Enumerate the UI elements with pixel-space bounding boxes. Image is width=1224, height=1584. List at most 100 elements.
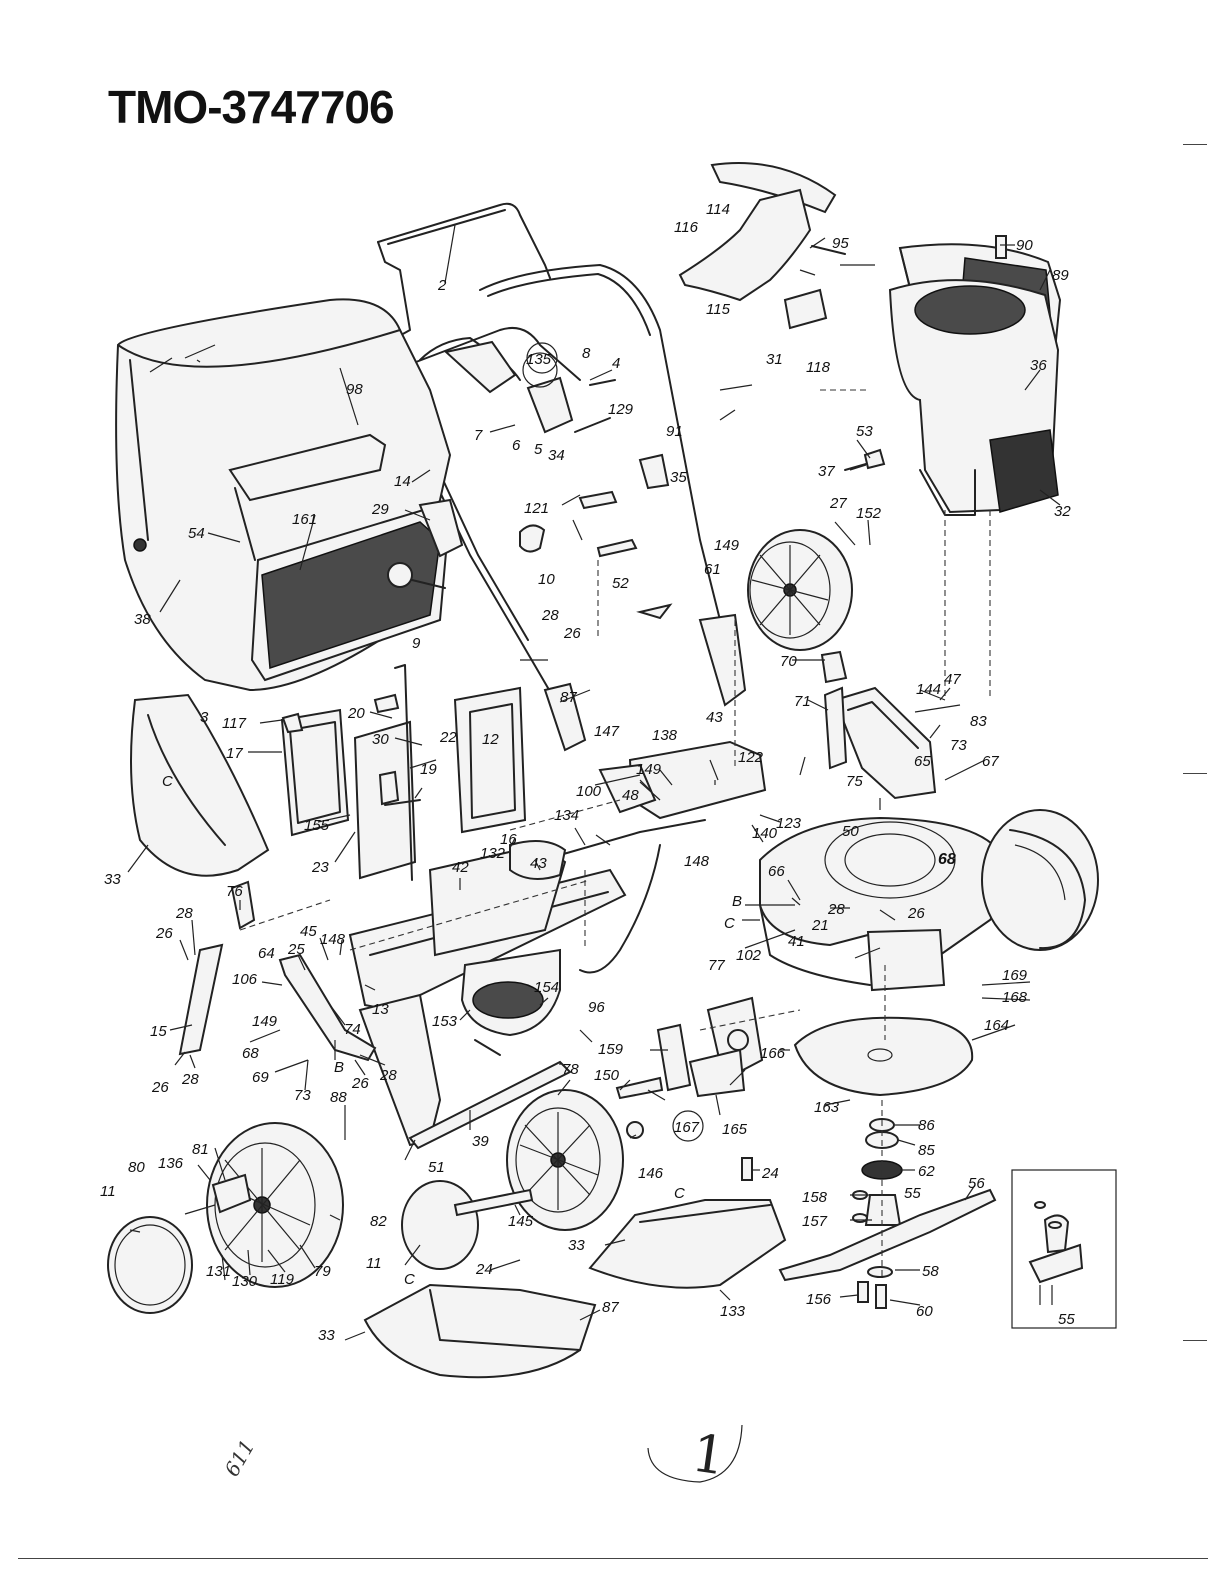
front-wheel-center — [506, 1089, 624, 1231]
callout-20: 20 — [347, 705, 365, 722]
callout-15: 15 — [150, 1023, 167, 1040]
callout-98: 98 — [346, 381, 363, 398]
callout-33c: 33 — [318, 1327, 335, 1344]
callout-149b: 149 — [714, 537, 740, 554]
callout-152: 152 — [856, 505, 882, 522]
callout-138: 138 — [652, 727, 678, 744]
callout-17: 17 — [226, 745, 243, 762]
rear-skirt — [348, 868, 627, 1150]
drive-housing — [460, 948, 561, 1056]
callout-75: 75 — [846, 773, 863, 790]
callout-43b: 43 — [530, 855, 547, 872]
callout-115: 115 — [706, 301, 731, 318]
rear-wheel-upper — [747, 529, 853, 651]
callout-33a: 33 — [104, 871, 121, 888]
callout-145: 145 — [508, 1213, 534, 1230]
callout-21: 21 — [811, 917, 829, 934]
rear-wheel-bracket — [820, 650, 848, 770]
axle-and-linkage — [509, 740, 767, 974]
engine-hardware — [844, 235, 1007, 471]
callout-13: 13 — [372, 1001, 389, 1018]
callout-166: 166 — [760, 1045, 786, 1062]
callout-10: 10 — [538, 571, 555, 588]
callout-89: 89 — [1052, 267, 1069, 284]
throttle-control — [678, 162, 846, 330]
callout-55a: 55 — [904, 1185, 921, 1202]
callout-66: 66 — [768, 863, 785, 880]
callout-106: 106 — [232, 971, 258, 988]
callout-refC4: C — [404, 1271, 415, 1288]
callout-56: 56 — [968, 1175, 985, 1192]
callout-19: 19 — [420, 761, 437, 778]
callout-79: 79 — [314, 1263, 331, 1280]
wheel-bolts — [211, 1076, 664, 1217]
callout-64: 64 — [258, 945, 275, 962]
callout-25: 25 — [287, 941, 305, 958]
callout-6: 6 — [512, 437, 521, 454]
callout-refC2: C — [724, 915, 735, 932]
callout-11b: 11 — [366, 1255, 382, 1272]
callout-24a: 24 — [761, 1165, 779, 1182]
front-wheel-left — [206, 1122, 344, 1288]
callout-154: 154 — [534, 979, 559, 996]
callout-16: 16 — [500, 831, 517, 848]
callout-132: 132 — [480, 845, 506, 862]
callout-158: 158 — [802, 1189, 828, 1206]
callout-81: 81 — [192, 1141, 209, 1158]
document-title: TMO-3747706 — [108, 81, 395, 133]
callout-148b: 148 — [320, 931, 346, 948]
side-chute — [588, 1199, 787, 1289]
callout-5: 5 — [534, 441, 543, 458]
left-height-adjuster — [178, 880, 377, 1062]
rear-door — [280, 708, 350, 837]
callout-61: 61 — [704, 561, 721, 578]
callout-69: 69 — [252, 1069, 269, 1086]
callout-62: 62 — [918, 1163, 935, 1180]
callout-153: 153 — [432, 1013, 458, 1030]
callout-4: 4 — [612, 355, 620, 372]
callout-134: 134 — [554, 807, 579, 824]
callout-28b: 28 — [827, 901, 845, 918]
callout-147: 147 — [594, 723, 620, 740]
callout-labels: 2 135 8 4 129 7 6 5 34 98 14 91 35 121 1… — [100, 201, 1075, 1344]
callout-26d: 26 — [155, 925, 173, 942]
callout-24b: 24 — [475, 1261, 493, 1278]
callout-36: 36 — [1030, 357, 1047, 374]
callout-164: 164 — [984, 1017, 1009, 1034]
callout-144: 144 — [916, 681, 941, 698]
callout-88: 88 — [330, 1089, 347, 1106]
callout-123: 123 — [776, 815, 802, 832]
callout-149c: 149 — [252, 1013, 278, 1030]
callout-91: 91 — [666, 423, 683, 440]
callout-33b: 33 — [568, 1237, 585, 1254]
callout-146: 146 — [638, 1165, 664, 1182]
callout-121: 121 — [524, 500, 549, 517]
callout-122: 122 — [738, 749, 764, 766]
callout-116: 116 — [674, 219, 699, 236]
callout-60: 60 — [916, 1303, 933, 1320]
callout-74: 74 — [344, 1021, 361, 1038]
callout-118: 118 — [806, 359, 831, 376]
callout-80: 80 — [128, 1159, 145, 1176]
callout-76: 76 — [226, 883, 243, 900]
callout-100: 100 — [576, 783, 602, 800]
callout-refC3: C — [674, 1185, 685, 1202]
callout-34: 34 — [548, 447, 565, 464]
assembly-guide-lines — [239, 389, 991, 1280]
callout-12: 12 — [482, 731, 499, 748]
callout-35: 35 — [670, 469, 687, 486]
callout-37: 37 — [818, 463, 835, 480]
edge-mark — [1183, 144, 1207, 145]
callout-155: 155 — [304, 817, 330, 834]
callout-87a: 87 — [560, 689, 577, 706]
callout-129: 129 — [608, 401, 634, 418]
callout-30: 30 — [372, 731, 389, 748]
rear-deflector — [130, 693, 270, 877]
callout-85: 85 — [918, 1142, 935, 1159]
callout-150: 150 — [594, 1067, 620, 1084]
callout-refB2: B — [334, 1059, 344, 1076]
callout-9: 9 — [412, 635, 421, 652]
edge-mark — [1183, 1340, 1207, 1341]
